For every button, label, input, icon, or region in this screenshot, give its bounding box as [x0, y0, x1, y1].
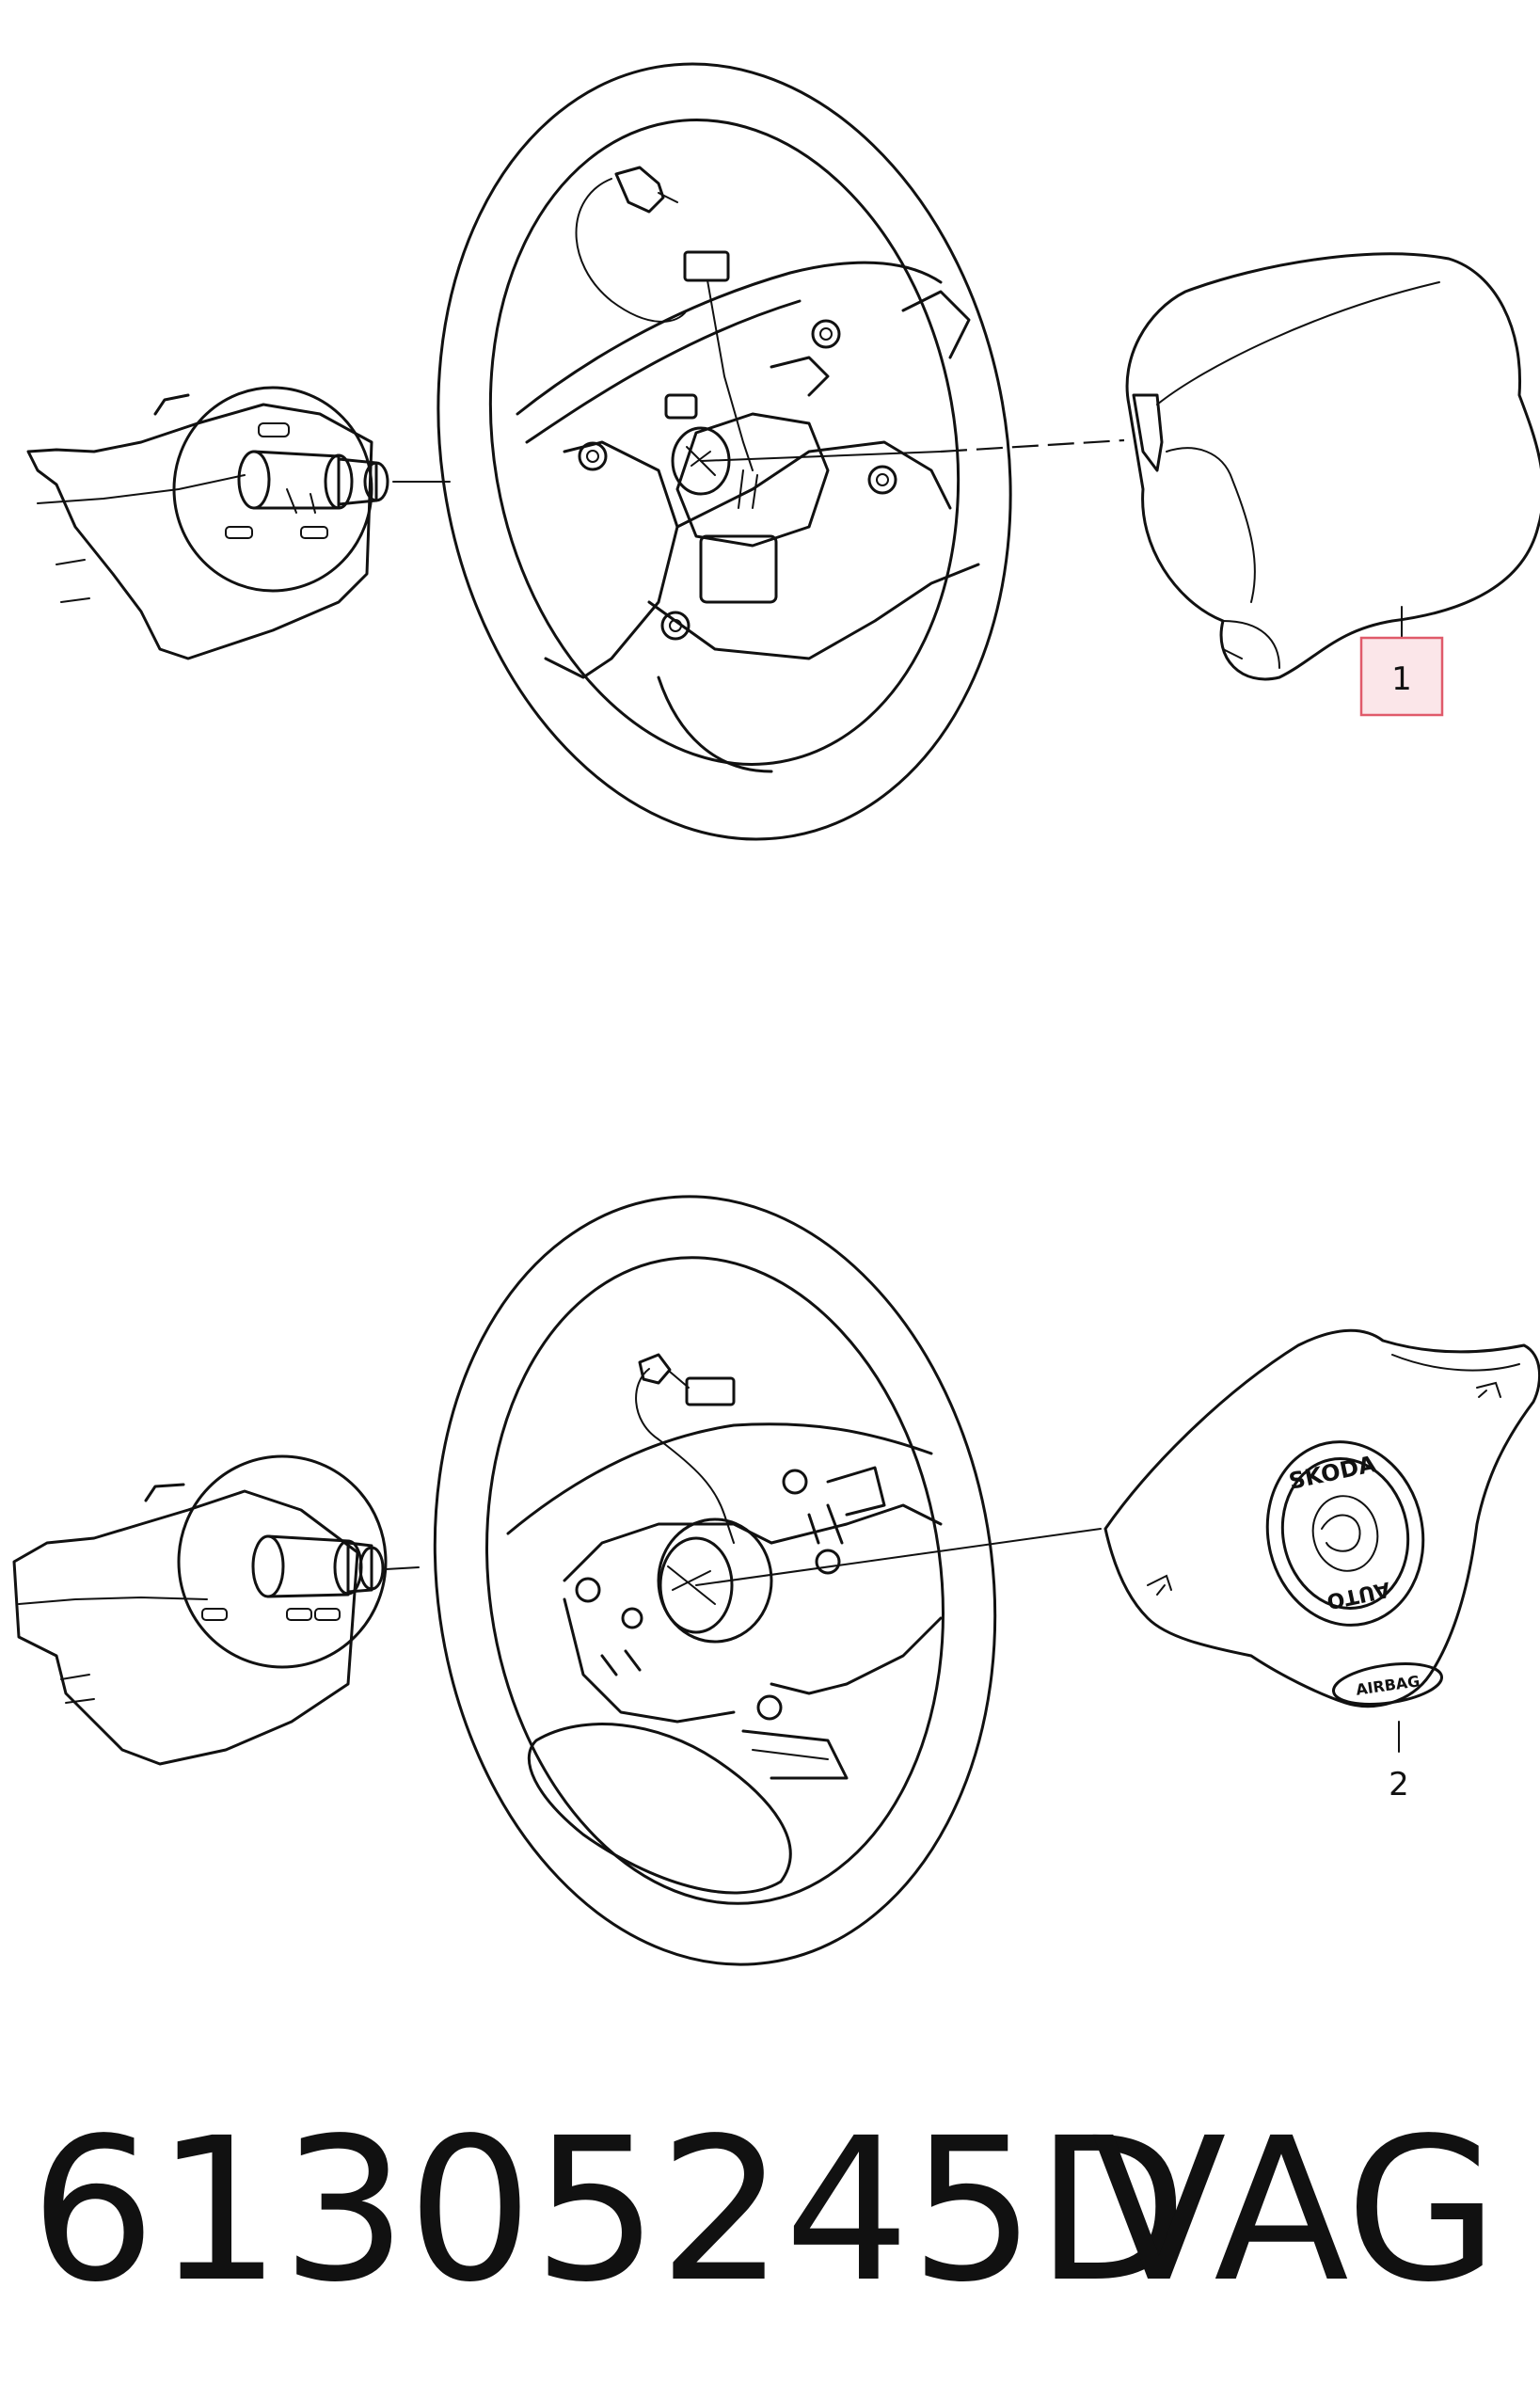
leader-line: [385, 1566, 420, 1570]
steering-column-bottom: [12, 1454, 388, 1766]
leader-line-dashed: [940, 438, 1125, 453]
top-assembly: 1: [26, 62, 1540, 841]
leader-line: [700, 451, 942, 462]
steering-wheel-bottom: [433, 1195, 997, 1966]
logo-text-top: SKODA: [1287, 1451, 1379, 1495]
steering-wheel-top: [437, 62, 1012, 841]
exploded-parts-diagram: 1: [12, 62, 1540, 1966]
airbag-module-1: [1125, 252, 1540, 681]
part-caption: 61305245D VAG: [0, 2089, 1540, 2333]
callout-1-label[interactable]: 1: [1391, 660, 1412, 698]
brand-name: VAG: [1091, 2095, 1499, 2326]
leader-line: [695, 1528, 1102, 1586]
bottom-assembly: SKODA AUTO AIRBAG 2: [12, 1195, 1540, 1966]
callout-1-highlight[interactable]: [1359, 636, 1444, 717]
airbag-module-2: SKODA AUTO AIRBAG: [1103, 1328, 1540, 1708]
logo-text-bottom: AUTO: [1325, 1577, 1392, 1613]
callout-2-label[interactable]: 2: [1389, 1766, 1409, 1803]
steering-column-top: [26, 386, 389, 660]
part-number: 61305245D: [30, 2095, 1188, 2326]
